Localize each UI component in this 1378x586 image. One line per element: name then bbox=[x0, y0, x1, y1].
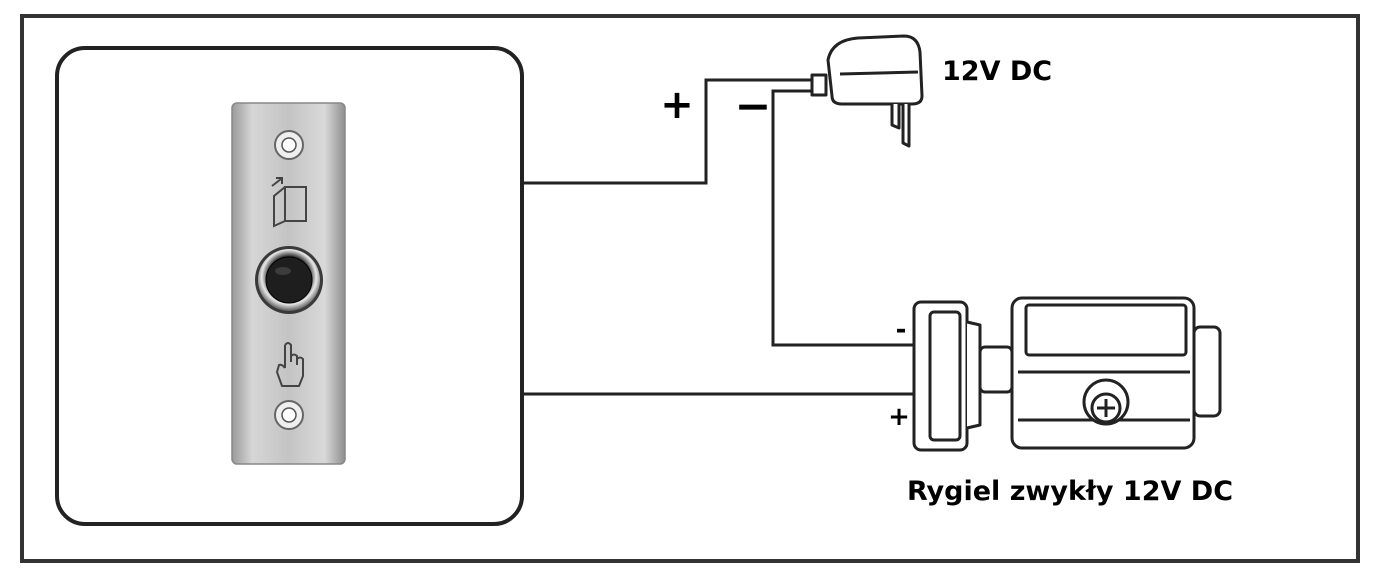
outer-frame bbox=[20, 14, 1360, 563]
lock-minus-terminal: - bbox=[896, 315, 907, 345]
power-label: 12V DC bbox=[942, 56, 1052, 87]
exit-button bbox=[231, 102, 346, 465]
bottom-screw-hole bbox=[274, 400, 304, 430]
lock-label: Rygiel zwykły 12V DC bbox=[907, 476, 1233, 507]
wires bbox=[522, 78, 915, 396]
adapter-plug-pin-2 bbox=[901, 104, 911, 148]
adapter-plug-pin-1 bbox=[890, 104, 901, 130]
open-door-icon bbox=[271, 177, 307, 228]
lock-end-cap bbox=[1192, 325, 1222, 418]
push-button bbox=[255, 246, 323, 314]
electric-bolt-lock bbox=[912, 296, 1222, 452]
lock-plus-terminal: + bbox=[888, 402, 910, 432]
adapter-body bbox=[826, 34, 924, 106]
power-adapter bbox=[810, 34, 924, 148]
adapter-cable-end bbox=[810, 73, 828, 97]
top-screw-hole bbox=[274, 130, 304, 160]
pointing-hand-icon bbox=[276, 342, 304, 387]
adapter-ridge bbox=[839, 70, 919, 76]
wire-negative-lock bbox=[771, 89, 915, 347]
minus-sign: − bbox=[735, 81, 772, 132]
screw-icon bbox=[1082, 378, 1130, 426]
plus-sign: + bbox=[660, 82, 694, 128]
lock-neck bbox=[978, 345, 1014, 394]
wire-positive-button bbox=[522, 78, 812, 185]
